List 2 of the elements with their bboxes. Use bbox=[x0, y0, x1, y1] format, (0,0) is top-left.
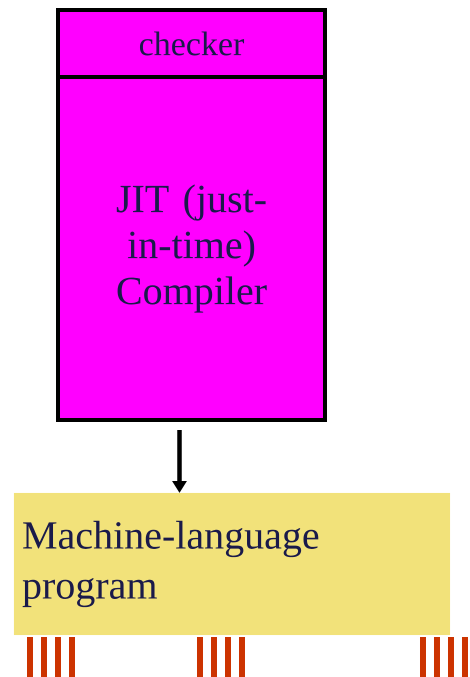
program-box: Machine-language program bbox=[14, 492, 450, 636]
box-heading-band: checker bbox=[56, 8, 327, 79]
